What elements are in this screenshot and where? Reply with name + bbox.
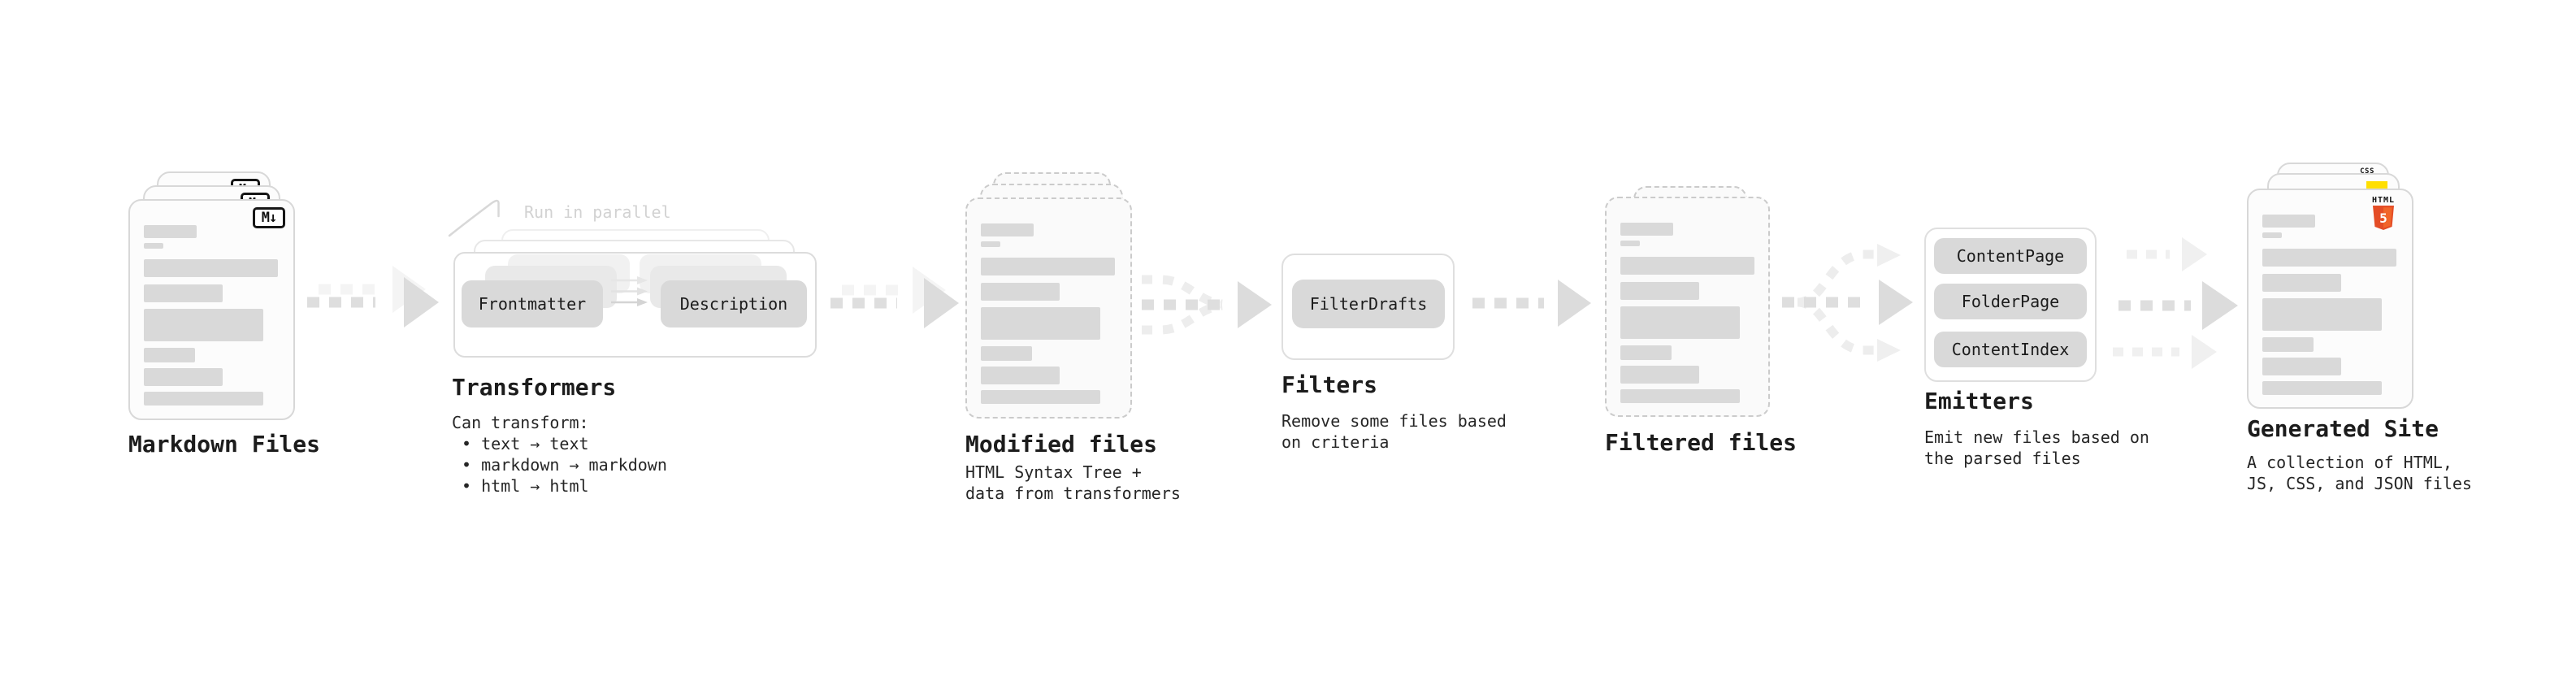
arrow-filtered-to-emitters [1782,244,1913,362]
description-line: Remove some files based [1281,411,1507,431]
modified-doc-front [965,197,1132,419]
doc-placeholder-lines [2262,215,2396,395]
description-line: the parsed files [1924,449,2081,468]
doc-placeholder-lines [144,225,278,406]
filters-label: Filters [1281,371,1378,398]
emitters-label: Emitters [1924,388,2034,414]
frontmatter-pill: Frontmatter [462,280,603,327]
description-line: Emit new files based on [1924,427,2149,447]
transformers-bullet-list: • text → text • markdown → markdown • ht… [462,433,667,497]
html5-shield: 5 [2373,206,2394,230]
description-line: on criteria [1281,432,1390,452]
description-line: HTML Syntax Tree + [965,462,1142,482]
arrow-transformers-to-modified [830,267,959,328]
run-in-parallel-note: Run in parallel [524,202,671,222]
doc-placeholder-lines [981,223,1115,404]
filtered-doc-front [1605,197,1770,417]
contentindex-pill: ContentIndex [1934,332,2087,367]
transformers-caption: Can transform: [452,413,589,432]
doc-placeholder-lines [1620,223,1754,403]
generated-site-label: Generated Site [2247,415,2439,442]
bullet-item: • markdown → markdown [462,455,667,475]
description-pill: Description [661,280,807,327]
arrow-filters-to-filtered [1472,280,1591,327]
folderpage-pill: FolderPage [1934,284,2087,319]
transformers-label: Transformers [452,374,617,401]
svg-text:5: 5 [2379,210,2387,226]
description-line: A collection of HTML, [2247,453,2452,472]
bullet-item: • text → text [462,434,589,453]
bullet-item: • html → html [462,476,589,496]
arrow-markdown-to-transformers [307,266,439,327]
contentpage-pill: ContentPage [1934,238,2087,274]
markdown-files-label: Markdown Files [128,431,321,458]
markdown-doc-front: M↓ [128,199,295,420]
arrow-emitters-to-generated [2113,237,2238,369]
description-line: data from transformers [965,484,1181,503]
description-line: JS, CSS, and JSON files [2247,474,2472,493]
modified-files-label: Modified files [965,431,1158,458]
run-in-parallel-leader-line [448,199,500,237]
emitters-description: Emit new files based on the parsed files [1924,427,2149,469]
generated-doc-front: HTML 5 [2247,189,2413,409]
markdown-icon: M↓ [253,207,285,228]
modified-files-description: HTML Syntax Tree + data from transformer… [965,462,1181,504]
filters-description: Remove some files based on criteria [1281,410,1507,453]
filtered-files-label: Filtered files [1605,429,1798,456]
html5-icon: HTML 5 [2364,196,2403,232]
generated-site-description: A collection of HTML, JS, CSS, and JSON … [2247,452,2472,494]
arrow-modified-to-filters [1142,275,1272,335]
filterdrafts-pill: FilterDrafts [1292,280,1445,328]
